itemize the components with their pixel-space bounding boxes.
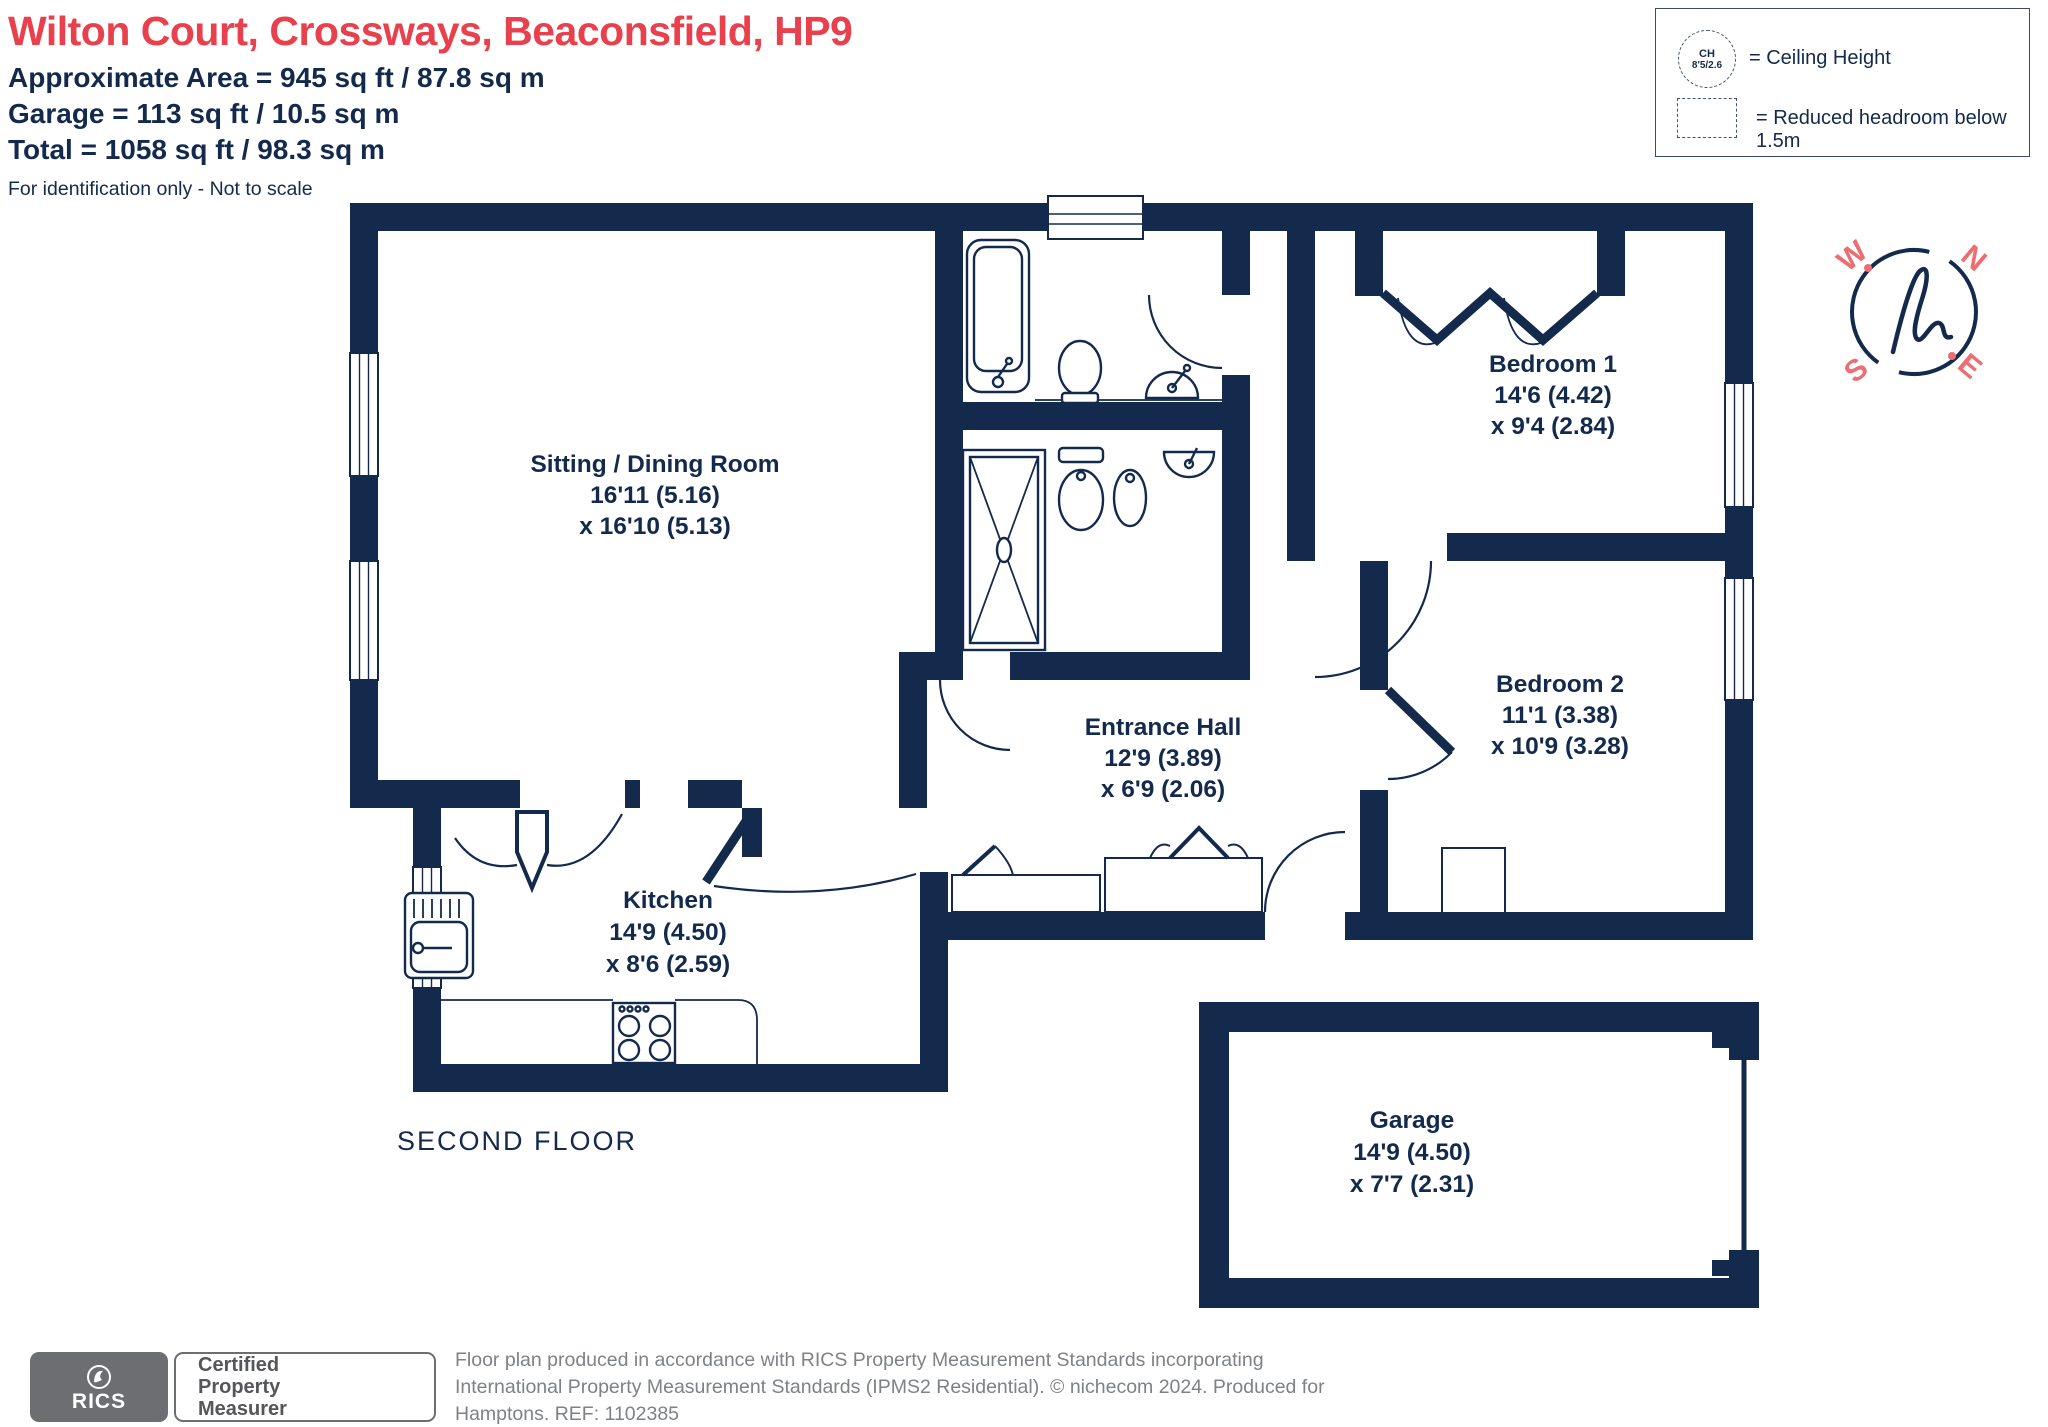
ceiling-height-symbol-value: 8'5/2.6	[1691, 59, 1723, 71]
bedroom-2-label: Bedroom 2 11'1 (3.38) x 10'9 (3.28)	[1491, 671, 1629, 760]
page-title: Wilton Court, Crossways, Beaconsfield, H…	[8, 8, 853, 54]
reduced-headroom-icon	[1677, 98, 1737, 138]
ceiling-height-icon: CH 8'5/2.6	[1678, 30, 1736, 88]
footer-disclaimer: Floor plan produced in accordance with R…	[455, 1347, 1325, 1427]
disclaimer-text: For identification only - Not to scale	[8, 178, 313, 200]
doors	[454, 286, 1600, 913]
kitchen-fixtures	[403, 891, 758, 1065]
entrance-hall-label: Entrance Hall 12'9 (3.89) x 6'9 (2.06)	[1085, 714, 1242, 803]
svg-text:x 9'4 (2.84): x 9'4 (2.84)	[1491, 413, 1615, 440]
svg-text:Entrance Hall: Entrance Hall	[1085, 714, 1242, 741]
reduced-headroom-label: = Reduced headroom below 1.5m	[1756, 107, 2007, 152]
svg-text:14'9 (4.50): 14'9 (4.50)	[1353, 1139, 1471, 1166]
ceiling-height-label: = Ceiling Height	[1749, 47, 1891, 69]
svg-text:14'6 (4.42): 14'6 (4.42)	[1494, 382, 1612, 409]
approx-area-line: Approximate Area = 945 sq ft / 87.8 sq m	[8, 62, 545, 93]
footer-line-2: International Property Measurement Stand…	[455, 1376, 1325, 1398]
svg-text:Garage: Garage	[1370, 1107, 1454, 1134]
ceiling-height-symbol-ch: CH	[1699, 47, 1715, 60]
svg-text:x 6'9 (2.06): x 6'9 (2.06)	[1101, 776, 1225, 803]
badge-line-1: Certified	[198, 1354, 280, 1376]
kitchen-label: Kitchen 14'9 (4.50) x 8'6 (2.59)	[606, 887, 730, 978]
svg-text:Kitchen: Kitchen	[623, 887, 713, 914]
compass-e: E	[1951, 347, 1988, 385]
windows	[349, 195, 1754, 989]
garage-label: Garage 14'9 (4.50) x 7'7 (2.31)	[1350, 1107, 1474, 1198]
svg-text:x 16'10 (5.13): x 16'10 (5.13)	[579, 513, 731, 540]
svg-text:16'11 (5.16): 16'11 (5.16)	[590, 482, 720, 509]
rics-logo: RICS	[30, 1352, 168, 1422]
footer-line-1: Floor plan produced in accordance with R…	[455, 1349, 1264, 1371]
rics-lion-icon	[87, 1365, 111, 1389]
svg-text:x 10'9 (3.28): x 10'9 (3.28)	[1491, 733, 1629, 760]
svg-text:11'1 (3.38): 11'1 (3.38)	[1502, 702, 1618, 729]
bathroom-fixtures	[961, 238, 1222, 652]
garage-area-line: Garage = 113 sq ft / 10.5 sq m	[8, 98, 400, 129]
total-area-line: Total = 1058 sq ft / 98.3 sq m	[8, 134, 385, 165]
bedroom-1-label: Bedroom 1 14'6 (4.42) x 9'4 (2.84)	[1489, 351, 1617, 440]
rics-wordmark: RICS	[71, 1390, 127, 1413]
footer-line-3: Hamptons. REF: 1102385	[455, 1403, 680, 1425]
storage-cupboards	[951, 825, 1506, 913]
badge-line-3: Measurer	[198, 1398, 287, 1420]
svg-text:x 7'7 (2.31): x 7'7 (2.31)	[1350, 1171, 1474, 1198]
svg-text:Bedroom 2: Bedroom 2	[1496, 671, 1624, 698]
hamptons-h-logo	[1890, 267, 1954, 355]
sitting-dining-room-label: Sitting / Dining Room 16'11 (5.16) x 16'…	[530, 451, 779, 540]
svg-text:Bedroom 1: Bedroom 1	[1489, 351, 1617, 378]
svg-text:14'9 (4.50): 14'9 (4.50)	[609, 919, 727, 946]
compass-icon: W N S E	[1831, 234, 1993, 389]
certified-property-measurer-badge: Certified Property Measurer	[174, 1352, 436, 1422]
svg-text:Sitting / Dining Room: Sitting / Dining Room	[530, 451, 779, 478]
svg-text:x 8'6 (2.59): x 8'6 (2.59)	[606, 951, 730, 978]
badge-line-2: Property	[198, 1376, 281, 1398]
legend-box: CH 8'5/2.6 = Ceiling Height = Reduced he…	[1655, 8, 2030, 157]
svg-text:12'9 (3.89): 12'9 (3.89)	[1104, 745, 1222, 772]
floor-name-label: SECOND FLOOR	[397, 1126, 637, 1156]
